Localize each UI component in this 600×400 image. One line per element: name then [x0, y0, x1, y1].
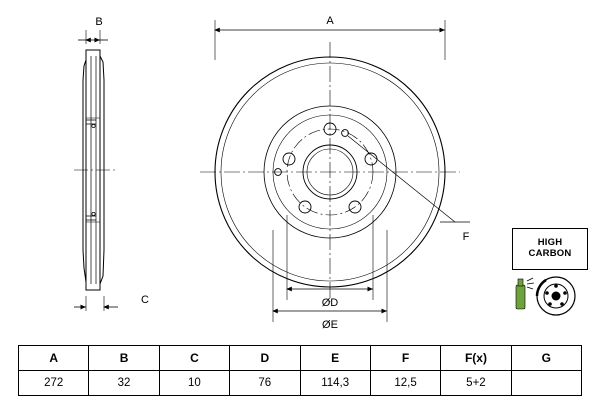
- dimension-label-C: C: [141, 294, 149, 306]
- table-value-C: 10: [158, 370, 231, 396]
- spray-bottle-icon: [515, 284, 526, 310]
- table-header-B: B: [88, 345, 160, 371]
- dimension-F-leader: F: [347, 135, 470, 243]
- side-view-group: [74, 49, 118, 291]
- dimension-label-A: A: [326, 15, 334, 27]
- dimension-label-OE: ØE: [322, 319, 338, 331]
- spray-lines-icon: [526, 277, 535, 290]
- table-header-D: D: [229, 345, 301, 371]
- table-value-B: 32: [88, 370, 160, 396]
- dimension-label-B: B: [95, 16, 102, 28]
- dimension-OD: ØD: [286, 215, 374, 309]
- table-value-E: 114,3: [299, 370, 371, 396]
- dimension-OE: ØE: [272, 230, 388, 331]
- dimension-A: A: [214, 15, 446, 60]
- product-icon-group: [515, 276, 576, 316]
- table-header-Fx: F(x): [440, 345, 512, 371]
- badge-line-1: HIGH: [537, 237, 563, 249]
- table-header-row: A B C D E F F(x) G: [17, 345, 583, 371]
- table-header-F: F: [369, 345, 442, 371]
- dimension-C: C: [74, 294, 149, 311]
- dimension-B: B: [78, 16, 108, 44]
- table-header-A: A: [17, 345, 90, 371]
- table-header-E: E: [299, 345, 371, 371]
- table-value-D: 76: [229, 370, 301, 396]
- front-view-group: [200, 42, 460, 302]
- dimension-label-F: F: [463, 231, 470, 243]
- table-value-Fx: 5+2: [440, 370, 512, 396]
- specification-table: A B C D E F F(x) G 272 32 10 76 114,3 12…: [17, 345, 583, 396]
- table-value-A: 272: [17, 370, 90, 396]
- table-header-G: G: [510, 345, 583, 371]
- high-carbon-badge: HIGH CARBON: [512, 228, 588, 270]
- badge-line-2: CARBON: [528, 248, 572, 259]
- table-value-row: 272 32 10 76 114,3 12,5 5+2: [17, 370, 583, 396]
- dimension-label-OD: ØD: [322, 297, 339, 309]
- table-header-C: C: [158, 345, 231, 371]
- table-value-F: 12,5: [369, 370, 442, 396]
- table-value-G: [510, 370, 583, 396]
